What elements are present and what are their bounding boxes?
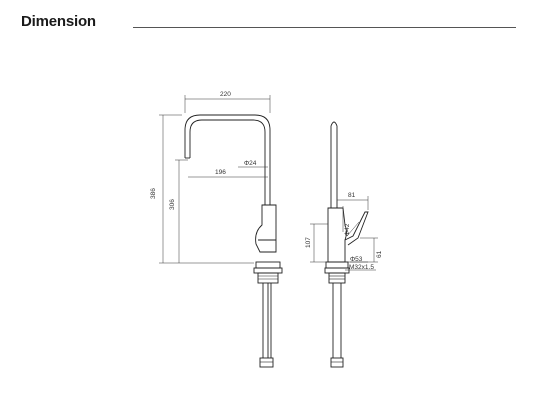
dim-81: 81 xyxy=(348,192,356,199)
dim-107: 107 xyxy=(305,237,312,248)
dim-220: 220 xyxy=(220,91,231,98)
dim-386: 386 xyxy=(150,188,157,199)
dim-phi24: Φ24 xyxy=(244,160,257,167)
dim-306: 306 xyxy=(169,199,176,210)
dim-61: 61 xyxy=(376,250,383,258)
title-rule xyxy=(133,27,516,28)
dim-phi53: Φ53 xyxy=(350,256,363,263)
page-title: Dimension xyxy=(21,13,96,30)
dim-phi42: Φ42 xyxy=(344,223,351,236)
front-view: 220 386 306 196 Φ24 xyxy=(150,91,283,368)
dim-thread: M32x1.5 xyxy=(349,264,374,271)
dim-196: 196 xyxy=(215,169,226,176)
side-view: 81 Φ42 107 61 Φ53 M32x1.5 xyxy=(305,121,383,368)
